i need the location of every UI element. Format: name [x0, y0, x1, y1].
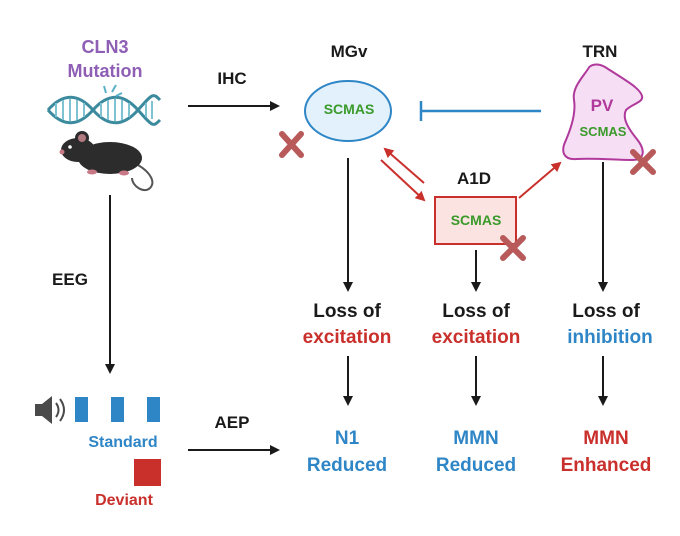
dna-icon [46, 84, 162, 126]
a1d-to-trn-arrow [518, 161, 562, 199]
outcome-n1-line2: Reduced [307, 455, 387, 476]
outcome-mmn-a1d-line2: Reduced [436, 455, 516, 476]
mutation-label-line2: Mutation [68, 61, 143, 81]
trn-cell-pv-label: PV [591, 96, 614, 115]
inhibition-line-trn-to-mgv [419, 101, 541, 121]
deviant-label: Deviant [95, 492, 153, 509]
standard-label: Standard [88, 434, 157, 451]
effect-trn-line2: inhibition [567, 327, 652, 348]
aep-label: AEP [215, 413, 250, 432]
outcome-mmn-trn-line1: MMN [583, 428, 628, 449]
effect-mgv-line2: excitation [303, 327, 392, 348]
x-mark-icon [630, 149, 656, 175]
effect-trn-line1: Loss of [572, 301, 640, 322]
ihc-label: IHC [217, 69, 246, 88]
eeg-label: EEG [52, 270, 88, 289]
effect-a1d-line1: Loss of [442, 301, 510, 322]
trn-cell-scmas-label: SCMAS [580, 124, 627, 139]
mgv-cell [304, 80, 392, 142]
mgv-title: MGv [331, 42, 368, 61]
standard-stimulus-bar [147, 397, 160, 422]
mutation-label-line1: CLN3 [81, 37, 128, 57]
outcome-mmn-trn-line2: Enhanced [561, 455, 652, 476]
outcome-mmn-a1d-line1: MMN [453, 428, 498, 449]
mgv-cell-label: SCMAS [324, 101, 375, 117]
a1d-cell-label: SCMAS [451, 212, 502, 228]
deviant-stimulus-block [134, 459, 161, 486]
x-mark-icon [500, 235, 526, 261]
a1d-title: A1D [457, 169, 491, 188]
standard-stimulus-bar [75, 397, 88, 422]
speaker-icon [35, 396, 65, 424]
a1d-to-mgv-arrow [383, 147, 425, 184]
effect-a1d-line2: excitation [432, 327, 521, 348]
mouse-icon [59, 131, 154, 192]
trn-cell [562, 63, 644, 162]
mgv-to-a1d-arrow [380, 159, 426, 202]
effect-mgv-line1: Loss of [313, 301, 381, 322]
standard-stimulus-bar [111, 397, 124, 422]
outcome-n1-line1: N1 [335, 428, 360, 449]
x-mark-icon [279, 131, 304, 158]
trn-title: TRN [583, 42, 618, 61]
